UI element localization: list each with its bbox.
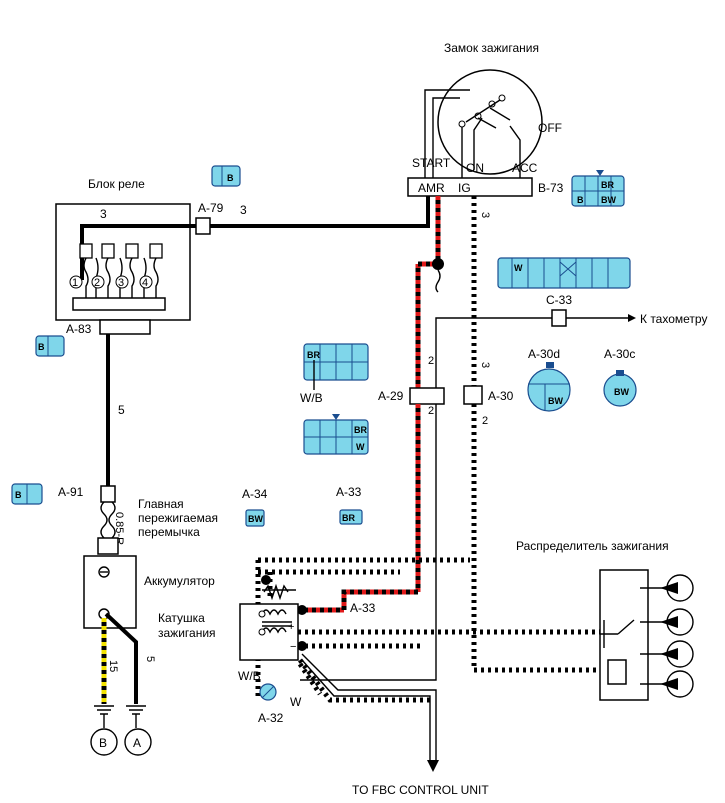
a30-connector-box <box>463 385 483 405</box>
a33-br-letter: BR <box>342 513 355 523</box>
relay-wire3-label: 3 <box>100 207 107 221</box>
relay-block-title: Блок реле <box>88 177 145 191</box>
c33-w-letter: W <box>514 263 523 273</box>
ground-b-label: B <box>99 736 107 750</box>
b73-bw-letter: BW <box>601 195 616 205</box>
b73-connector-icon: B BR BW <box>571 170 625 207</box>
main-fuse-label-1: Главная <box>138 497 184 511</box>
to-tacho-label: К тахометру <box>640 312 707 326</box>
a29-br-letter: BR <box>307 350 320 360</box>
wb-bottom-label: W/B <box>238 669 261 683</box>
wire-ig-red <box>415 196 441 390</box>
a34-label: A-34 <box>242 487 268 501</box>
a33-top-label: A-33 <box>336 485 362 499</box>
a30c-connector-icon: BW <box>603 370 637 407</box>
a34-connector-icon: BW <box>245 509 265 527</box>
a30c-label: A-30c <box>604 347 635 361</box>
wire-5-coil <box>104 612 138 704</box>
main-fuse-label-3: перемычка <box>138 525 200 539</box>
battery-terminal-top <box>97 537 119 555</box>
switch-on-label: ON <box>466 161 484 175</box>
a30d-label: A-30d <box>528 347 560 361</box>
coil-label-2: зажигания <box>158 626 216 640</box>
relay-connector-icon: B <box>211 165 241 187</box>
main-fuse-label-2: пережигаемая <box>138 511 218 525</box>
svg-text:+: + <box>288 621 294 633</box>
wb-top-label: W/B <box>300 391 323 405</box>
b73-br-letter: BR <box>601 180 614 190</box>
a79-wire3-label: 3 <box>240 203 247 217</box>
wire2-label-c: 2 <box>482 415 488 427</box>
a32-label: A-32 <box>258 711 284 725</box>
coil-label-1: Катушка <box>158 611 205 625</box>
a79-connector-box <box>195 217 211 235</box>
fbc-label: TO FBC CONTROL UNIT <box>352 783 489 797</box>
a30-w-letter: W <box>356 442 365 452</box>
relay-conn-b-letter: B <box>227 173 234 183</box>
ignition-switch: Замок зажигания OFF START ON ACC AMR IG … <box>407 41 625 207</box>
wire-a79-amr <box>210 196 430 228</box>
spark-plug-group <box>640 574 694 698</box>
a29-connector-icon: BR <box>303 343 369 381</box>
a30c-bw-letter: BW <box>614 387 629 397</box>
a91-b-letter: B <box>15 490 22 500</box>
a83-connector-box <box>99 319 151 335</box>
a30d-bw-letter: BW <box>548 396 563 406</box>
fuse-wire-label: 0.85-R <box>113 512 125 545</box>
ignition-switch-title: Замок зажигания <box>444 41 539 55</box>
battery-label: Аккумулятор <box>144 574 215 588</box>
distributor-label: Распределитель зажигания <box>516 539 669 553</box>
a83-connector-icon: B <box>35 335 65 357</box>
ground-a <box>124 728 152 756</box>
a29-label: A-29 <box>378 389 404 403</box>
a79-label: A-79 <box>198 201 224 215</box>
a30-br-letter: BR <box>354 425 367 435</box>
main-fuse-connector <box>100 485 116 503</box>
ground-a-label: A <box>133 736 141 750</box>
a30-connector-icon: BR W <box>303 414 369 455</box>
wire3-dot-label-mid: 3 <box>479 362 491 368</box>
a33-mid-label: A-33 <box>350 601 376 615</box>
relay-3-label: 3 <box>118 277 124 289</box>
a83-label: A-83 <box>66 322 92 336</box>
wire2-label-a: 2 <box>428 355 434 367</box>
a91-label: A-91 <box>58 485 84 499</box>
a34-bw-letter: BW <box>248 514 263 524</box>
wire5-main-label: 5 <box>118 403 125 417</box>
terminal-ig-label: IG <box>458 181 471 195</box>
w-label: W <box>290 695 302 709</box>
relay-4-label: 4 <box>142 277 148 289</box>
c33-connector-box <box>551 309 567 327</box>
b73-terminal-strip <box>407 177 533 197</box>
wire-fbc <box>301 653 437 760</box>
switch-start-label: START <box>412 156 451 170</box>
wire15-label: 15 <box>107 660 119 672</box>
fusible-link <box>100 501 116 539</box>
ground-b <box>90 728 118 756</box>
a91-connector-icon: B <box>11 483 43 505</box>
ignition-switch-body <box>437 69 543 175</box>
wire5-coil-label: 5 <box>144 656 156 662</box>
c33-label: C-33 <box>546 293 572 307</box>
a33-connector-icon: BR <box>339 509 363 525</box>
c33-connector-icon: W <box>497 257 631 289</box>
a30d-connector-icon: BW <box>527 362 571 412</box>
relay-1-label: 1 <box>72 277 78 289</box>
relay-2-label: 2 <box>94 277 100 289</box>
a29-connector-box <box>409 387 445 405</box>
svg-text:−: − <box>290 641 296 653</box>
a30-label: A-30 <box>488 389 514 403</box>
a83-b-letter: B <box>38 342 45 352</box>
relay-block: Блок реле B 3 1 2 3 4 A-83 B <box>35 165 241 357</box>
wire2-label-b: 2 <box>428 405 434 417</box>
terminal-amr-label: AMR <box>418 181 445 195</box>
b73-b-letter: B <box>577 195 584 205</box>
switch-acc-label: ACC <box>512 161 538 175</box>
b73-label: B-73 <box>538 181 564 195</box>
wire-dot-distributor <box>471 404 600 673</box>
wire3-dot-label-top: 3 <box>479 212 491 218</box>
switch-off-label: OFF <box>538 121 562 135</box>
wire-tacho <box>435 317 628 394</box>
